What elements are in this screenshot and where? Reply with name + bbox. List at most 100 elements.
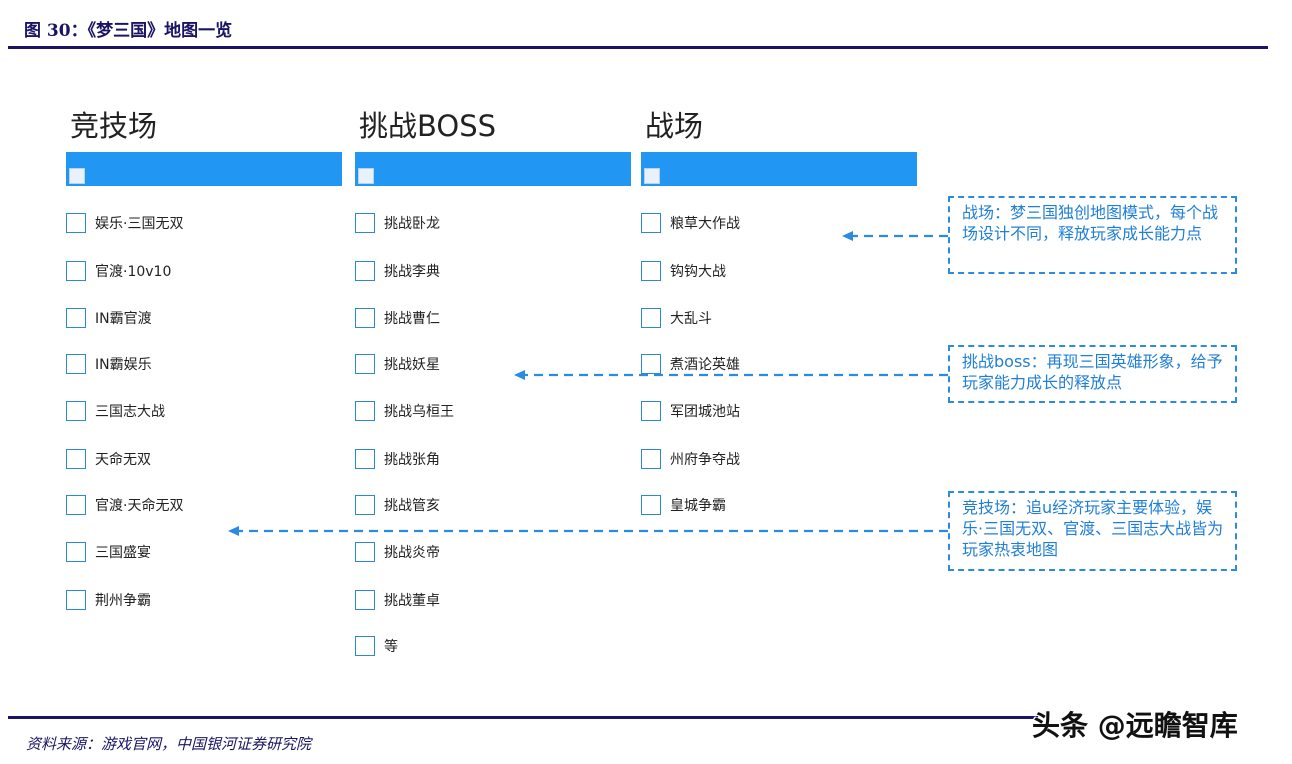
checkbox[interactable] [355, 261, 375, 281]
item-label: 州府争夺战 [670, 452, 740, 468]
checkbox[interactable] [641, 261, 661, 281]
item-label: 官渡·天命无双 [95, 498, 184, 514]
list-item: 粮草大作战 [641, 211, 740, 235]
item-label: 挑战卧龙 [384, 216, 440, 232]
list-item: 挑战管亥 [355, 493, 440, 517]
checkbox[interactable] [641, 449, 661, 469]
item-label: 挑战妖星 [384, 357, 440, 373]
checkbox[interactable] [66, 449, 86, 469]
source-note: 资料来源：游戏官网，中国银河证券研究院 [26, 735, 312, 753]
item-label: 钩钩大战 [670, 264, 726, 280]
checkbox[interactable] [355, 401, 375, 421]
list-item: 煮酒论英雄 [641, 352, 740, 376]
list-item: 娱乐·三国无双 [66, 211, 183, 235]
checkbox[interactable] [641, 213, 661, 233]
item-label: IN霸官渡 [95, 311, 152, 327]
list-item: 州府争夺战 [641, 447, 740, 471]
item-label: 粮草大作战 [670, 216, 740, 232]
list-item: 挑战张角 [355, 447, 440, 471]
list-item: 官渡·10v10 [66, 259, 171, 283]
column-battlefield: 战场 粮草大作战 钩钩大战 大乱斗 煮酒论英雄 军团城池站 州府争夺战 皇城争霸 [641, 104, 917, 515]
list-item: 三国志大战 [66, 399, 165, 423]
item-label: 挑战乌桓王 [384, 404, 454, 420]
checkbox[interactable] [355, 542, 375, 562]
note-boss: 挑战boss：再现三国英雄形象，给予玩家能力成长的释放点 [948, 345, 1237, 403]
checkbox[interactable] [355, 213, 375, 233]
checkbox[interactable] [355, 354, 375, 374]
checkbox[interactable] [66, 213, 86, 233]
checkbox[interactable] [355, 495, 375, 515]
header-checkbox [358, 168, 374, 184]
list-item: 皇城争霸 [641, 493, 726, 517]
list-item: 挑战李典 [355, 259, 440, 283]
note-battlefield: 战场：梦三国独创地图模式，每个战场设计不同，释放玩家成长能力点 [948, 196, 1237, 274]
item-label: 挑战曹仁 [384, 311, 440, 327]
checkbox[interactable] [641, 495, 661, 515]
column-boss: 挑战BOSS 挑战卧龙 挑战李典 挑战曹仁 挑战妖星 挑战乌桓王 挑战张角 挑战… [355, 104, 631, 656]
checkbox[interactable] [641, 308, 661, 328]
item-label: 三国盛宴 [95, 545, 151, 561]
header-checkbox [69, 168, 85, 184]
checkbox[interactable] [355, 636, 375, 656]
figure-title: 图 30：《梦三国》地图一览 [24, 21, 233, 41]
checkbox[interactable] [355, 590, 375, 610]
item-label: 等 [384, 639, 398, 655]
list-item: 三国盛宴 [66, 540, 151, 564]
watermark: 头条 @远瞻智库 [1032, 709, 1238, 742]
checkbox[interactable] [641, 354, 661, 374]
item-label: 挑战管亥 [384, 498, 440, 514]
arrow-arena-head [228, 526, 239, 536]
list-item: 等 [355, 634, 398, 658]
list-item: 挑战乌桓王 [355, 399, 454, 423]
list-item: 大乱斗 [641, 306, 712, 330]
column-title: 战场 [645, 109, 704, 143]
column-header-bar [355, 152, 631, 186]
item-label: 挑战炎帝 [384, 545, 440, 561]
item-label: 娱乐·三国无双 [95, 216, 184, 232]
checkbox[interactable] [66, 495, 86, 515]
item-label: 军团城池站 [670, 404, 740, 420]
checkbox[interactable] [66, 542, 86, 562]
header-checkbox [644, 168, 660, 184]
checkbox[interactable] [66, 308, 86, 328]
checkbox[interactable] [66, 401, 86, 421]
item-label: 挑战张角 [384, 452, 440, 468]
list-item: 挑战卧龙 [355, 211, 440, 235]
arrow-boss-head [514, 370, 525, 380]
arrow-battlefield-head [842, 231, 853, 241]
checkbox[interactable] [66, 590, 86, 610]
list-item: 挑战董卓 [355, 588, 440, 612]
item-label: 挑战董卓 [384, 593, 440, 609]
list-item: 挑战炎帝 [355, 540, 440, 564]
list-item: 挑战曹仁 [355, 306, 440, 330]
item-label: 煮酒论英雄 [670, 357, 740, 373]
list-item: IN霸娱乐 [66, 352, 152, 376]
list-item: IN霸官渡 [66, 306, 152, 330]
list-item: 官渡·天命无双 [66, 493, 183, 517]
checkbox[interactable] [641, 401, 661, 421]
item-label: IN霸娱乐 [95, 357, 152, 373]
bottom-divider [8, 716, 1038, 719]
item-label: 大乱斗 [670, 311, 712, 327]
top-divider [8, 46, 1268, 49]
item-label: 官渡·10v10 [95, 264, 172, 280]
column-header-bar [641, 152, 917, 186]
checkbox[interactable] [355, 308, 375, 328]
list-item: 钩钩大战 [641, 259, 726, 283]
item-label: 皇城争霸 [670, 498, 726, 514]
list-item: 荆州争霸 [66, 588, 151, 612]
checkbox[interactable] [66, 354, 86, 374]
list-item: 天命无双 [66, 447, 151, 471]
note-arena: 竞技场：追u经济玩家主要体验，娱乐·三国无双、官渡、三国志大战皆为玩家热衷地图 [948, 491, 1237, 571]
item-label: 荆州争霸 [95, 593, 151, 609]
column-header-bar [66, 152, 342, 186]
item-label: 挑战李典 [384, 264, 440, 280]
list-item: 挑战妖星 [355, 352, 440, 376]
column-title: 挑战BOSS [359, 109, 497, 143]
item-label: 天命无双 [95, 452, 151, 468]
list-item: 军团城池站 [641, 399, 740, 423]
column-title: 竞技场 [70, 109, 158, 143]
checkbox[interactable] [355, 449, 375, 469]
checkbox[interactable] [66, 261, 86, 281]
